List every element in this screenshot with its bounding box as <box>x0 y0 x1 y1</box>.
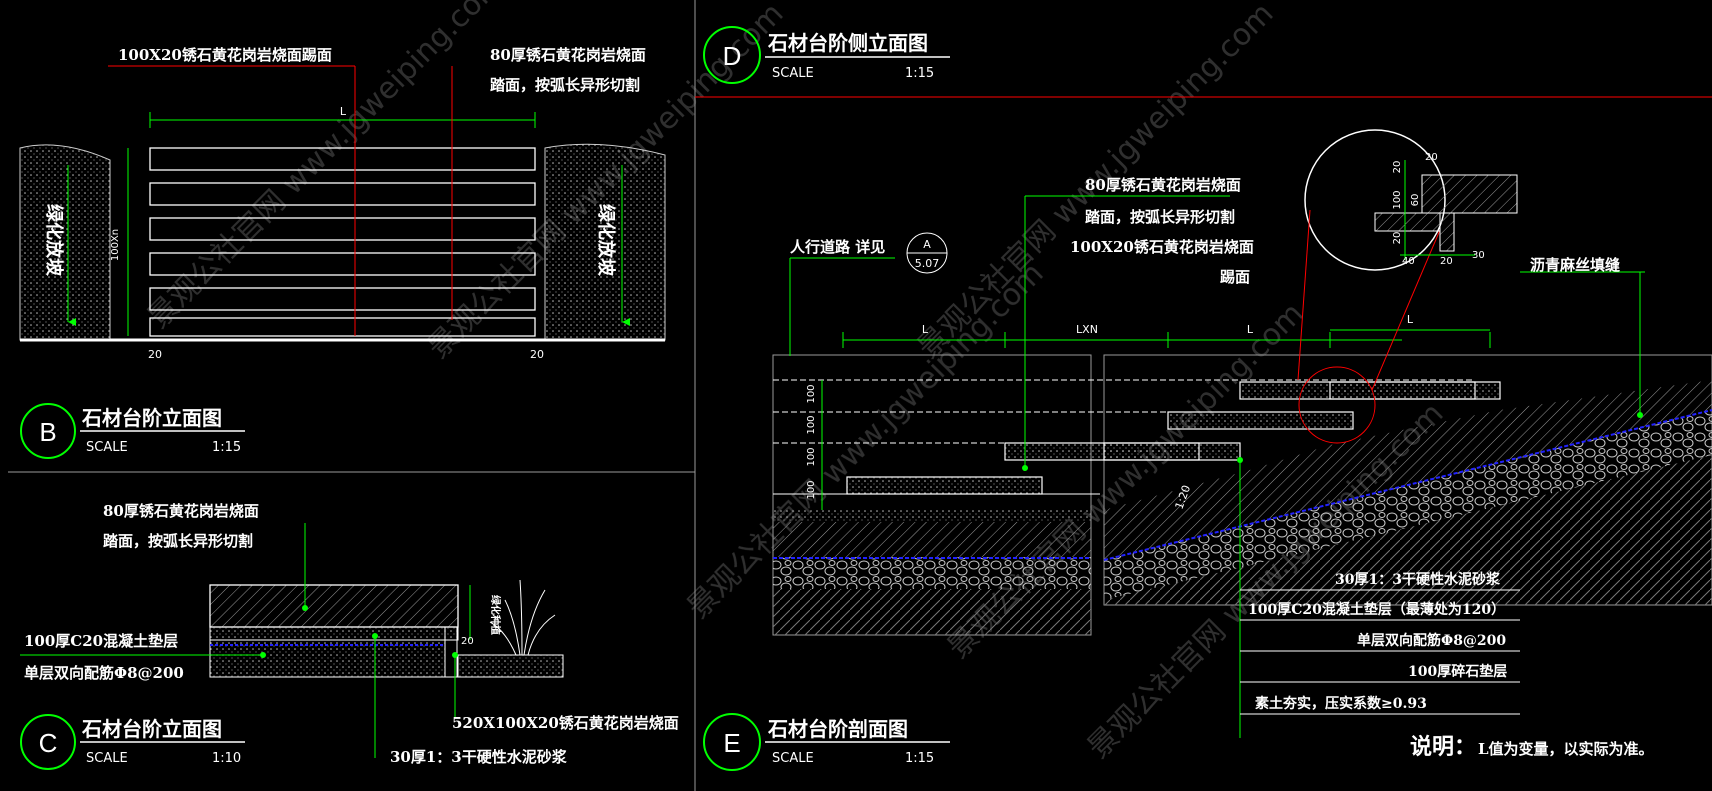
dim-label-l: L <box>340 105 347 118</box>
layer-label: 30厚1：3干硬性水泥砂浆 <box>1335 571 1501 588</box>
riser-dim: 100 <box>806 384 817 403</box>
view-b-letter: B <box>39 417 56 447</box>
dim-label-20: 20 <box>530 348 544 361</box>
dim-label-20: 20 <box>148 348 162 361</box>
view-c-scale-label: SCALE <box>86 751 128 766</box>
tread-label-line-2: 踏面，按弧长异形切割 <box>1085 208 1235 226</box>
detail-dim-v: 20 <box>1392 232 1403 245</box>
stone-tread <box>209 584 459 628</box>
slope-label-right: 绿化放坡 <box>595 204 617 277</box>
view-e-scale-label: SCALE <box>772 751 814 766</box>
view-d-circle <box>703 26 761 84</box>
tread-label-line-1: 80厚锈石黄花岗岩烧面 <box>103 502 259 520</box>
dim-label-20: 20 <box>461 636 474 647</box>
view-b-scale-label: SCALE <box>86 440 128 455</box>
dim-label-l: L <box>1247 323 1254 336</box>
view-c-scale-value: 1:10 <box>212 751 241 766</box>
detail-dim-h: 40 <box>1402 256 1415 267</box>
view-c-section: 绿化种植 20 80厚锈石黄花岗岩烧面 踏面，按弧长异形切割 100厚C20混凝… <box>20 502 679 770</box>
slope-right-fill <box>544 143 666 341</box>
tread-label-line-2: 踏面，按弧长异形切割 <box>490 76 640 94</box>
view-d-scale-value: 1:15 <box>905 66 934 81</box>
layer-label: 100厚C20混凝土垫层（最薄处为120） <box>1248 601 1505 618</box>
view-b-scale-value: 1:15 <box>212 440 241 455</box>
layer-label: 100厚碎石垫层 <box>1408 663 1507 680</box>
view-d-section: L LXN L L 100 100 100 100 1:20 80厚锈石黄花岗岩… <box>772 129 1712 738</box>
detail-ref-sheet: 5.07 <box>915 257 940 270</box>
view-e-annotations: 30厚1：3干硬性水泥砂浆 100厚C20混凝土垫层（最薄处为120） 单层双向… <box>703 571 1654 771</box>
detail-dim-h: 20 <box>1425 152 1438 163</box>
tread-label-line-2: 踏面，按弧长异形切割 <box>103 532 253 550</box>
view-b-title: 石材台阶立面图 <box>81 406 222 430</box>
plant-symbol <box>489 579 556 656</box>
riser-dim: 100 <box>806 480 817 499</box>
concrete-label: 100厚C20混凝土垫层 <box>24 632 178 650</box>
dim-label-lxn: LXN <box>1076 323 1098 336</box>
step-treads <box>149 147 536 337</box>
frame-lines <box>8 0 696 791</box>
detail-dim-v: 60 <box>1410 194 1421 207</box>
riser-label: 100X20锈石黄花岗岩烧面踢面 <box>118 46 332 64</box>
sidewalk-label: 人行道路 详见 <box>790 238 885 256</box>
view-b-elevation: L 100Xn 绿化放坡 绿化放坡 100X20锈石黄花岗岩烧面踢面 80厚锈石… <box>19 46 666 459</box>
concrete-layer <box>1104 380 1712 560</box>
side-riser <box>444 626 458 678</box>
note-label: 说明： <box>1410 734 1476 760</box>
joint-label: 沥青麻丝填缝 <box>1530 256 1620 274</box>
planting-label: 绿化种植 <box>489 595 502 635</box>
detail-target <box>1298 366 1376 444</box>
view-d-scale-label: SCALE <box>772 66 814 81</box>
mortar-bed <box>209 626 459 641</box>
detail-dim-h: 30 <box>1472 250 1485 261</box>
planting-bed <box>457 654 564 678</box>
step-treads <box>846 381 1501 495</box>
detail-dim-v: 20 <box>1392 161 1403 174</box>
view-c-letter: C <box>39 728 58 758</box>
riser-label-line-1: 100X20锈石黄花岗岩烧面 <box>1070 238 1254 256</box>
base-soil <box>1104 455 1712 605</box>
view-d-letter: D <box>723 41 742 71</box>
view-c-circle <box>20 714 76 770</box>
view-d-title: 石材台阶侧立面图 <box>767 31 928 55</box>
slope-left-fill <box>19 144 111 341</box>
riser-dim: 100 <box>806 415 817 434</box>
rebar-label: 单层双向配筋Φ8@200 <box>24 664 184 682</box>
gravel-layer <box>1104 410 1712 600</box>
riser-label: 520X100X20锈石黄花岗岩烧面 <box>452 714 679 732</box>
view-e-letter: E <box>723 728 740 758</box>
view-e-title: 石材台阶剖面图 <box>767 717 908 741</box>
detail-dim-v: 100 <box>1392 190 1403 209</box>
dim-label-l: L <box>922 323 929 336</box>
riser-dim: 100 <box>806 447 817 466</box>
dim-label-l: L <box>1407 313 1414 326</box>
tread-label-line-1: 80厚锈石黄花岗岩烧面 <box>490 46 646 64</box>
tread-label-line-1: 80厚锈石黄花岗岩烧面 <box>1085 176 1241 194</box>
riser-label-line-2: 踢面 <box>1220 268 1250 286</box>
layer-label: 素土夯实，压实系数≥0.93 <box>1255 695 1427 712</box>
view-c-title: 石材台阶立面图 <box>81 717 222 741</box>
note-text: L值为变量，以实际为准。 <box>1478 740 1654 758</box>
view-b-circle <box>20 403 76 459</box>
slope-label-left: 绿化放坡 <box>43 204 65 277</box>
view-e-scale-value: 1:15 <box>905 751 934 766</box>
view-e-circle <box>703 713 761 771</box>
dim-label-100xn: 100Xn <box>110 229 121 261</box>
detail-dim-h: 20 <box>1440 256 1453 267</box>
mortar-label: 30厚1：3干硬性水泥砂浆 <box>390 748 568 766</box>
view-d-header: D 石材台阶侧立面图 SCALE 1:15 <box>703 26 950 84</box>
layer-label: 单层双向配筋Φ8@200 <box>1357 632 1506 649</box>
detail-ref-letter: A <box>923 238 931 251</box>
